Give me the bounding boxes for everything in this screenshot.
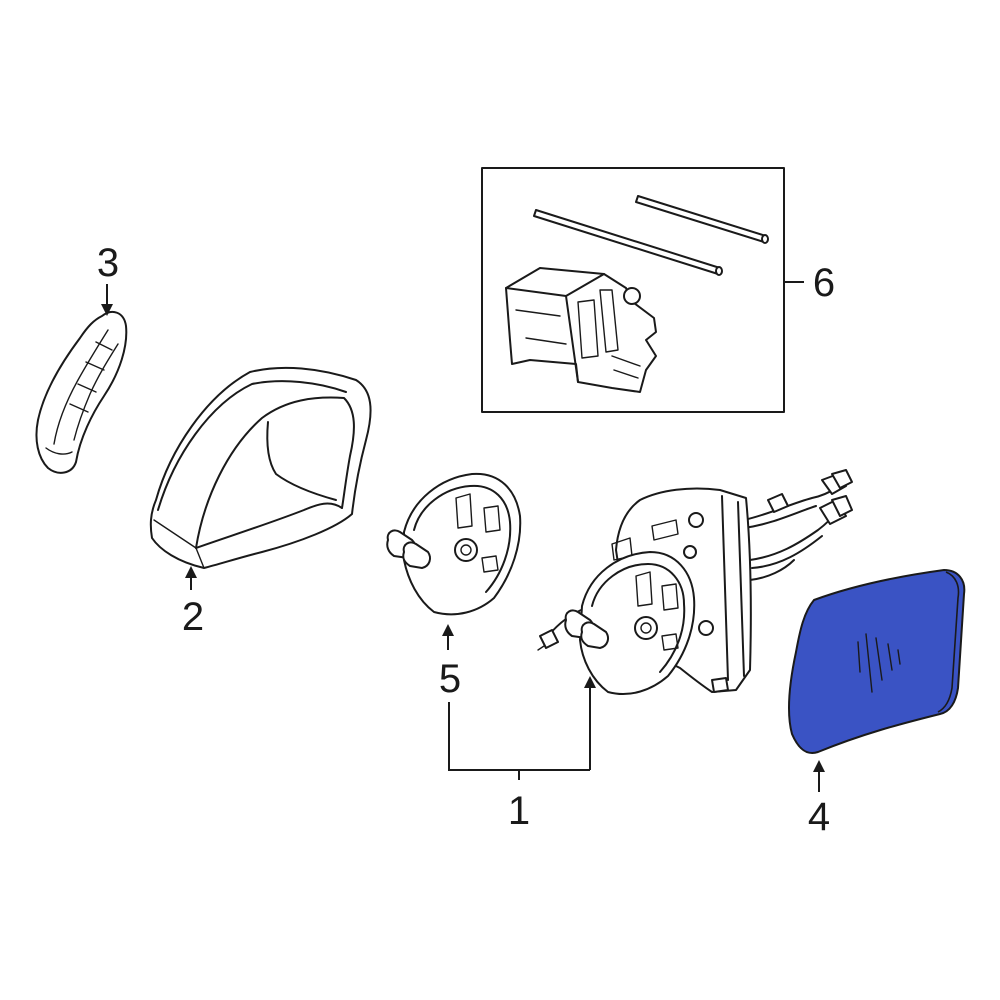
mirror-glass-shape xyxy=(788,569,966,754)
part-4-mirror-glass[interactable] xyxy=(788,569,966,754)
callout-2: 2 xyxy=(182,595,204,639)
callout-4: 4 xyxy=(808,795,830,839)
glass-reflection-lines xyxy=(857,633,901,693)
arrow-1 xyxy=(584,676,596,688)
callout-1: 1 xyxy=(508,789,530,833)
glass-highlight-edge xyxy=(937,571,960,713)
arrow-4 xyxy=(813,760,825,772)
callout-3: 3 xyxy=(97,241,119,285)
arrow-2 xyxy=(185,566,197,578)
leader-1-bracket xyxy=(448,702,590,771)
arrow-3 xyxy=(101,304,113,316)
part-5-motor[interactable] xyxy=(386,472,522,616)
part-1-mirror-assembly[interactable] xyxy=(537,469,853,696)
part-3-cover-cap[interactable] xyxy=(35,310,128,474)
part-6-motor-kit[interactable] xyxy=(505,195,769,393)
callout-6: 6 xyxy=(813,261,835,305)
part-2-housing[interactable] xyxy=(149,366,372,569)
callout-5: 5 xyxy=(439,657,461,701)
arrow-5 xyxy=(442,624,454,636)
